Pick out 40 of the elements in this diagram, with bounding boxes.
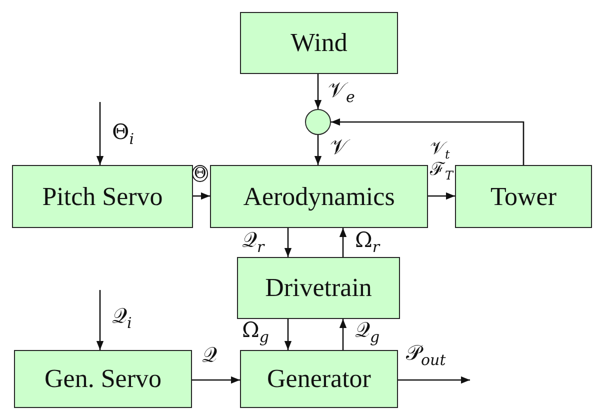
edge-label: 𝒬: [202, 345, 217, 366]
edge-label: 𝒬$_{g}$: [355, 320, 380, 346]
edge-label: 𝒫$_{out}$: [406, 343, 446, 368]
arrow: [284, 319, 292, 350]
block-label: Gen. Servo: [44, 364, 162, 394]
edge-label: Ω$_{g}$: [242, 320, 270, 346]
block-label: Aerodynamics: [243, 182, 395, 212]
edge-label: 𝒬$_{r}$: [242, 230, 264, 256]
arrow: [96, 102, 104, 165]
edge-label: 𝒱: [330, 137, 348, 158]
block-box: [14, 350, 192, 408]
arrow: [331, 118, 524, 165]
arrow: [193, 192, 210, 200]
arrow: [428, 192, 455, 200]
edge-label: Ω$_{r}$: [355, 230, 380, 256]
arrow: [339, 319, 347, 350]
block-label: Generator: [267, 364, 371, 394]
block-label: Tower: [490, 182, 557, 212]
edge-label: 𝒱$_{e}$: [328, 80, 355, 106]
summing-junction: [305, 109, 331, 135]
block-box: [210, 165, 428, 228]
block-box: [455, 165, 592, 228]
block-label: Drivetrain: [265, 273, 372, 303]
arrow: [314, 74, 322, 109]
arrow: [314, 135, 322, 165]
edge-label: Θ: [192, 165, 208, 182]
arrow: [398, 376, 470, 384]
arrow: [339, 228, 347, 257]
arrow: [284, 228, 292, 257]
edge-label: 𝒱$_{t}$ ℱ$_{T}$: [430, 140, 455, 182]
block-box: [240, 12, 398, 74]
arrow: [192, 376, 240, 384]
block-label: Pitch Servo: [42, 182, 163, 212]
block-box: [237, 257, 400, 319]
edge-label: Θ$_{i}$: [112, 122, 134, 148]
block-box: [240, 350, 398, 408]
arrow: [96, 290, 104, 350]
edge-label: 𝒬$_{i}$: [112, 306, 132, 332]
block-label: Wind: [290, 28, 348, 58]
block-box: [12, 165, 193, 228]
